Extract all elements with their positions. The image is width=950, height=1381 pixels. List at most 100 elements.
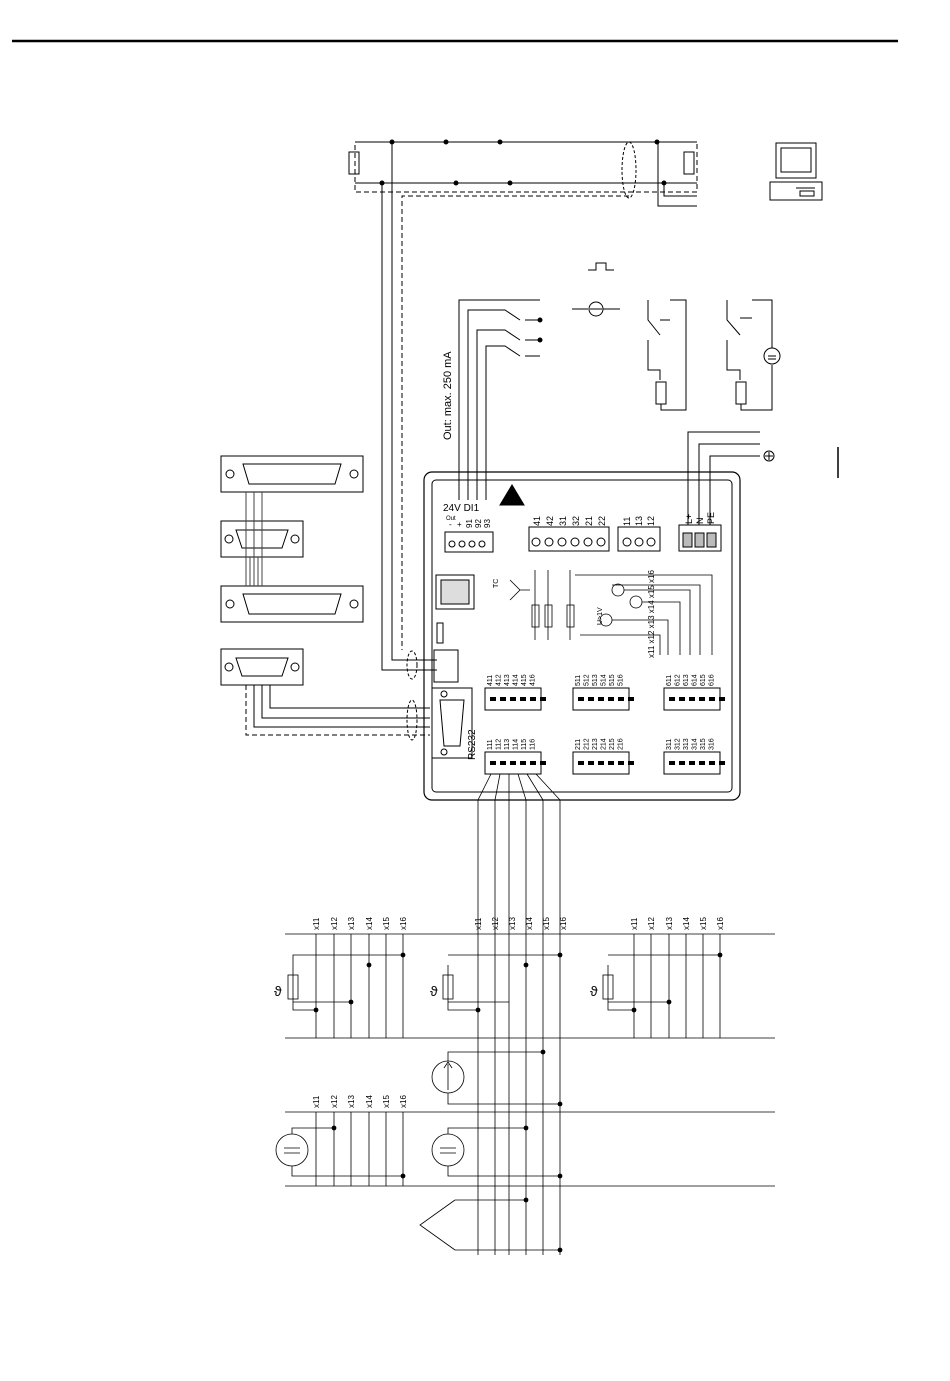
x-terminal-label-2-3: x14	[682, 917, 691, 930]
x-terminal-label-1-4: x15	[542, 917, 551, 930]
slot-block-6	[663, 687, 725, 711]
slot-terminal-516: 516	[618, 674, 625, 686]
slot-terminal-311: 311	[666, 739, 673, 750]
slot-block-3	[663, 751, 725, 775]
slot-terminal-513: 513	[592, 674, 599, 686]
computer-icon	[769, 142, 823, 201]
terminal-block-24v	[444, 531, 494, 553]
x-terminal-label-2-2: x13	[665, 917, 674, 930]
slot-terminal-411: 411	[487, 675, 494, 686]
x-terminal-label-0-5: x16	[399, 917, 408, 930]
output-wiring	[458, 262, 781, 500]
slot-terminal-216: 216	[618, 738, 625, 750]
slot1-down-wires	[477, 773, 561, 1255]
x-terminal-label-3-4: x15	[382, 1095, 391, 1108]
terminal-block-relay2	[617, 526, 661, 552]
relay-terminal-41: 41	[532, 516, 542, 526]
slot-terminal-514: 514	[601, 674, 608, 686]
connector-db25-2	[220, 585, 364, 623]
output-rating-label: Out: max. 250 mA	[442, 351, 454, 440]
ground-icon	[763, 450, 775, 462]
out-label: Out	[446, 516, 456, 522]
rtd-symbol-1: ϑ	[274, 983, 282, 999]
terminal-24v-label: 24V DI1	[443, 503, 480, 514]
x-terminal-label-1-1: x12	[491, 917, 500, 930]
rtd-sensor-1	[287, 974, 299, 1000]
slot-terminal-112: 112	[496, 739, 503, 750]
slot-terminal-115: 115	[521, 739, 528, 750]
bottom-wiring	[275, 933, 775, 1253]
slot-block-1	[484, 751, 546, 775]
slot-terminal-116: 116	[530, 739, 537, 750]
slot-terminal-215: 215	[609, 738, 616, 750]
relay2-terminal-13: 13	[634, 516, 644, 526]
x-terminal-label-2-1: x12	[647, 917, 656, 930]
slot-terminal-615: 615	[700, 674, 707, 686]
x-terminal-label-1-3: x14	[525, 917, 534, 930]
bus-terminator-right	[683, 151, 695, 175]
x-terminal-label-3-0: x11	[312, 1095, 321, 1108]
x-terminal-label-2-4: x15	[699, 917, 708, 930]
slot-terminal-412: 412	[496, 674, 503, 686]
terminal-block-relays	[528, 526, 610, 552]
slot-terminal-312: 312	[675, 738, 682, 750]
x-terminal-label-3-5: x16	[399, 1095, 408, 1108]
slot-terminal-416: 416	[530, 674, 537, 686]
rtd-sensor-3	[602, 974, 614, 1000]
slot-terminal-612: 612	[675, 674, 682, 686]
relay-terminal-32: 32	[571, 516, 581, 526]
slot-terminal-414: 414	[513, 674, 520, 686]
rtd-symbol-2: ϑ	[430, 983, 438, 999]
x-terminal-label-3-2: x13	[347, 1095, 356, 1108]
x-terminal-label-0-2: x13	[347, 917, 356, 930]
power-terminal-n: N	[695, 518, 705, 525]
internal-wiring	[509, 570, 713, 655]
relay-terminal-22: 22	[597, 516, 607, 526]
slot-terminal-111: 111	[487, 739, 494, 750]
terminal-block-power	[678, 524, 722, 552]
relay2-terminal-12: 12	[646, 516, 656, 526]
slot-terminal-611: 611	[666, 675, 673, 686]
di-terminal-91: 91	[465, 519, 474, 528]
x-terminal-label-2-0: x11	[630, 917, 639, 930]
bus-network	[348, 139, 698, 671]
slot-terminal-413: 413	[504, 674, 511, 686]
serial-wiring	[245, 492, 430, 741]
out-plus-label: +	[457, 520, 462, 529]
x-terminal-label-2-5: x16	[716, 917, 725, 930]
x-terminal-label-0-0: x11	[312, 917, 321, 930]
slot-terminal-316: 316	[709, 738, 716, 750]
x-terminal-label-0-4: x15	[382, 917, 391, 930]
x-terminal-label-0-3: x14	[365, 917, 374, 930]
slot-terminal-614: 614	[692, 674, 699, 686]
x-terminal-row-label: x11 x12 x13 x14 x15 x16	[647, 570, 656, 658]
rtd-symbol-3: ϑ	[590, 983, 598, 999]
bus-terminator-left	[348, 151, 360, 175]
slot-terminal-415: 415	[521, 674, 528, 686]
slot-terminal-214: 214	[601, 738, 608, 750]
relay-terminal-21: 21	[584, 516, 594, 526]
voltage-source-icon-2	[431, 1133, 465, 1167]
connector-db25-1	[220, 455, 364, 493]
power-terminal-pe: PE	[706, 512, 716, 524]
di-terminal-93: 93	[483, 519, 492, 528]
rs232-label: RS232	[467, 729, 478, 760]
voltage-label: U>1V	[597, 607, 604, 625]
thermocouple-icon	[419, 1199, 456, 1251]
x-terminal-label-3-1: x12	[330, 1095, 339, 1108]
slot-terminal-211: 211	[575, 739, 582, 750]
power-wiring	[687, 431, 839, 525]
relay-terminal-42: 42	[545, 516, 555, 526]
out-minus-label: -	[449, 520, 452, 529]
device-housing	[423, 471, 741, 801]
slot-terminal-616: 616	[709, 674, 716, 686]
power-terminal-l: L+	[684, 514, 694, 524]
relay-terminal-31: 31	[558, 516, 568, 526]
x-terminal-label-1-5: x16	[559, 917, 568, 930]
slot-terminal-512: 512	[584, 674, 591, 686]
x-terminal-label-1-2: x13	[508, 917, 517, 930]
slot-terminal-213: 213	[592, 738, 599, 750]
slot-terminal-515: 515	[609, 674, 616, 686]
